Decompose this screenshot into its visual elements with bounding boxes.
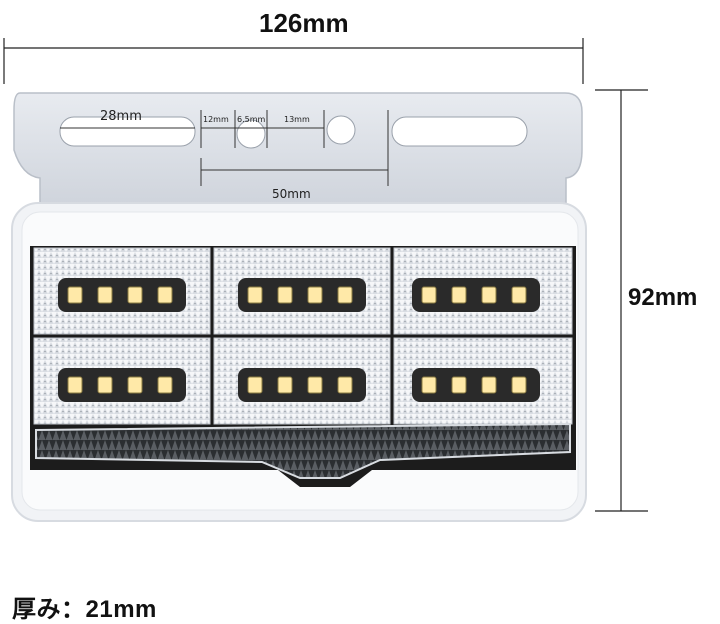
led-module [213,247,391,335]
height-dimension [595,89,648,512]
led-chip [481,286,497,304]
led-chip [127,286,143,304]
led-chip [97,376,113,394]
hole-spacing-label: 50mm [272,187,311,201]
led-module [393,247,573,335]
led-chip [307,376,323,394]
led-chip [337,376,353,394]
led-chip [451,376,467,394]
led-chip [511,286,527,304]
hole-diameter-label: 6.5mm [237,115,266,124]
lower-light-strip [35,422,571,479]
bracket-measure-lines [60,110,389,186]
slot-width-label: 28mm [100,109,142,124]
led-chip [247,286,263,304]
led-chip [451,286,467,304]
led-chip [277,286,293,304]
led-module [33,337,211,425]
led-chip [127,376,143,394]
hole-gap-label: 12mm [203,115,229,124]
led-chip [307,286,323,304]
led-chip [421,376,437,394]
led-modules [33,247,573,425]
led-module [33,247,211,335]
led-chip [67,286,83,304]
mounting-bracket [13,92,583,206]
led-chip [481,376,497,394]
led-chip [157,376,173,394]
hole-gap2-label: 13mm [284,115,310,124]
led-chip [511,376,527,394]
width-label: 126mm [259,8,349,38]
led-chip [337,286,353,304]
led-chip [67,376,83,394]
thickness-label: 厚み：21mm [12,596,157,623]
led-chip [247,376,263,394]
led-module [213,337,391,425]
led-chip [97,286,113,304]
led-chip [157,286,173,304]
led-chip [277,376,293,394]
led-chips [67,286,527,394]
height-label: 92mm [628,284,698,311]
width-dimension [3,38,584,84]
led-chip [421,286,437,304]
